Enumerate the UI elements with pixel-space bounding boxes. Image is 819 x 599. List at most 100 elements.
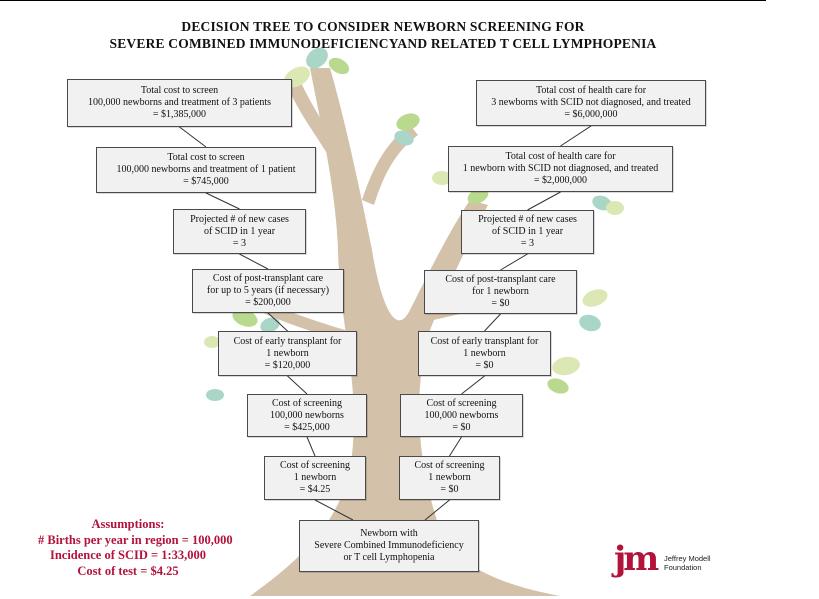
leaf: [579, 314, 601, 332]
box-text: 100,000 newborns: [270, 409, 344, 421]
connector-lines: [179, 125, 592, 521]
connector-line: [179, 126, 207, 148]
box-text: 1 newborn: [293, 472, 337, 483]
connector-line: [314, 499, 354, 521]
connector-line: [449, 436, 462, 457]
box-text: for up to 5 years (if necessary): [206, 285, 330, 296]
connector-line: [239, 253, 269, 270]
box-text: = $6,000,000: [564, 109, 618, 120]
box-text: 1 newborn: [266, 347, 309, 359]
leaf: [582, 289, 608, 307]
right-box-screening-1: Cost of screening 1 newborn = $0: [399, 456, 500, 500]
box-text: Newborn with: [360, 528, 418, 539]
root-box-newborn: Newborn with Severe Combined Immunodefic…: [299, 520, 479, 572]
box-text: = $745,000: [183, 176, 229, 187]
box-text: = 3: [520, 238, 535, 249]
title-line-2: SEVERE COMBINED IMMUNODEFICIENCYAND RELA…: [109, 36, 657, 51]
box-text: = $1,385,000: [152, 109, 207, 120]
connector-line: [484, 313, 501, 332]
right-box-post-transplant: Cost of post-transplant care for 1 newbo…: [424, 270, 577, 314]
box-text: 100,000 newborns and treatment of 1 pati…: [116, 164, 296, 175]
right-box-total-cost-1: Total cost of health care for 1 newborn …: [448, 146, 673, 192]
left-box-screening-1: Cost of screening 1 newborn = $4.25: [264, 456, 366, 500]
leaf: [204, 336, 220, 348]
box-text: 3 newborns with SCID not diagnosed, and …: [491, 97, 691, 108]
connector-line: [205, 192, 240, 210]
diagram-title: DECISION TREE TO CONSIDER NEWBORN SCREEN…: [0, 18, 766, 52]
connector-line: [287, 375, 308, 395]
left-box-total-cost-1: Total cost to screen 100,000 newborns an…: [96, 147, 316, 193]
box-text: Severe Combined Immunodeficiency: [314, 540, 464, 551]
leaf: [232, 309, 258, 327]
assumptions-heading: Assumptions:: [91, 517, 165, 531]
box-text: = $2,000,000: [533, 175, 588, 186]
right-box-early-transplant: Cost of early transplant for 1 newborn =…: [418, 331, 551, 376]
connector-line: [267, 312, 288, 332]
left-box-post-transplant: Cost of post-transplant care for up to 5…: [192, 269, 344, 313]
right-box-projected-cases: Projected # of new cases of SCID in 1 ye…: [461, 210, 594, 254]
assumptions-block: Assumptions: # Births per year in region…: [38, 517, 233, 579]
box-text: = $200,000: [245, 297, 291, 308]
box-text: = 3: [232, 237, 247, 249]
leaf: [467, 188, 489, 204]
assumption-cost: Cost of test = $4.25: [77, 563, 179, 578]
box-text: 100,000 newborns: [424, 409, 499, 421]
box-text: = $120,000: [264, 359, 311, 371]
box-text: Cost of screening: [426, 397, 497, 409]
left-box-projected-cases: Projected # of new cases of SCID in 1 ye…: [173, 209, 306, 254]
connector-line: [424, 499, 450, 521]
leaf: [547, 378, 569, 394]
box-text: or T cell Lymphopenia: [343, 552, 435, 563]
box-text: Cost of post-transplant care: [445, 274, 556, 285]
box-text: for 1 newborn: [472, 286, 529, 297]
jeffrey-modell-logo: jm Jeffrey Modell Foundation: [614, 542, 724, 580]
connector-line: [500, 253, 528, 271]
logo-text: Jeffrey Modell Foundation: [664, 554, 711, 572]
box-text: Projected # of new cases: [478, 214, 577, 225]
top-rule: [0, 0, 766, 1]
leaf: [396, 113, 420, 131]
box-text: Cost of screening: [414, 460, 485, 471]
title-line-1: DECISION TREE TO CONSIDER NEWBORN SCREEN…: [181, 19, 585, 34]
box-text: Cost of post-transplant care: [212, 273, 324, 284]
leaf: [328, 57, 350, 75]
right-box-total-cost-3: Total cost of health care for 3 newborns…: [476, 80, 706, 126]
left-box-screening-100k: Cost of screening 100,000 newborns = $42…: [247, 394, 367, 437]
leaf: [432, 171, 452, 185]
box-text: Total cost to screen: [140, 85, 219, 96]
tree-leaves: [204, 47, 624, 401]
left-box-total-cost-3: Total cost to screen 100,000 newborns an…: [67, 79, 292, 127]
assumption-incidence: Incidence of SCID = 1:33,000: [49, 548, 207, 562]
box-text: of SCID in 1 year: [203, 225, 276, 237]
box-text: 1 newborn: [428, 472, 471, 483]
assumption-births: # Births per year in region = 100,000: [38, 532, 233, 547]
left-box-early-transplant: Cost of early transplant for 1 newborn =…: [218, 331, 357, 376]
box-text: 1 newborn: [463, 347, 506, 359]
box-text: = $425,000: [284, 421, 330, 433]
box-text: = $0: [491, 298, 510, 309]
logo-text-line: Foundation: [664, 563, 702, 572]
box-text: Projected # of new cases: [190, 213, 289, 225]
logo-mark: jm: [614, 539, 659, 579]
box-text: 100,000 newborns and treatment of 3 pati…: [87, 97, 271, 108]
leaf: [260, 317, 280, 333]
leaf: [606, 201, 624, 215]
box-text: Cost of early transplant for: [430, 335, 539, 347]
logo-text-line: Jeffrey Modell: [664, 554, 711, 563]
box-text: Total cost of health care for: [535, 85, 647, 96]
box-text: = $4.25: [299, 484, 331, 495]
connector-line: [461, 375, 485, 395]
leaf: [394, 130, 414, 146]
right-box-screening-100k: Cost of screening 100,000 newborns = $0: [400, 394, 523, 437]
box-text: of SCID in 1 year: [491, 226, 564, 237]
box-text: = $0: [452, 421, 471, 433]
tree-branch-left: [285, 76, 352, 180]
leaf: [306, 47, 328, 69]
tree-trunk-base: [250, 68, 560, 596]
box-text: Cost of screening: [280, 460, 350, 471]
box-text: 1 newborn with SCID not diagnosed, and t…: [462, 163, 659, 174]
connector-line: [560, 125, 592, 147]
connector-line: [306, 436, 316, 457]
leaf: [552, 356, 580, 376]
box-text: = $0: [475, 359, 494, 371]
